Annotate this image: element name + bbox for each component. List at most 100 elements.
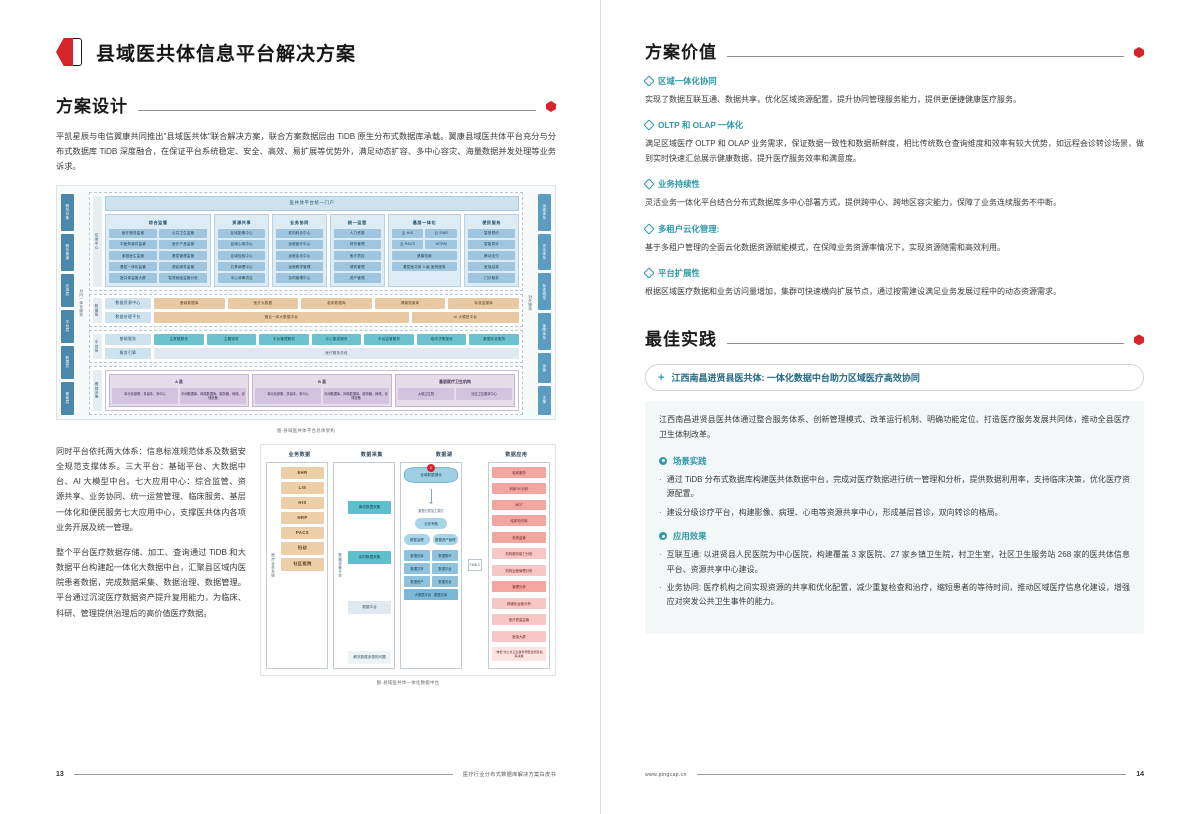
datacenter-title: 基层医疗卫生机构 xyxy=(439,378,472,384)
value-item-head: 业务持续性 xyxy=(643,178,1144,190)
arch-right-tab: 运维体系 xyxy=(538,193,551,231)
datacenter-title: A 县 xyxy=(175,378,183,384)
arch-right-tab: 运营 xyxy=(538,353,551,383)
bullet-dash-icon: · xyxy=(659,582,662,592)
datacenter-cell: 中间数据库、网络数据库、服务器、网络、存储设备 xyxy=(180,387,247,404)
app-cell: 人力资源 xyxy=(333,228,381,238)
footer-text-left: 医疗行业分布式数据库解决方案白皮书 xyxy=(462,772,556,778)
datacenter: B 县 单元化部署、多副本、多中心 中间数据库、网络数据库、服务器、网络、存储设… xyxy=(252,373,393,407)
band-label-infra: 基础设施 xyxy=(93,369,102,411)
collect-note: 解决数据多源的问题 xyxy=(348,650,391,664)
datacenter-cell: 乡镇卫生院 xyxy=(398,387,455,400)
value-item-head: 平台扩展性 xyxy=(643,267,1144,279)
footer-url[interactable]: www.pingcap.cn xyxy=(645,771,687,778)
lake-grid-box: 数据中台 xyxy=(432,563,458,574)
section-title: 方案设计 xyxy=(56,97,128,116)
service-pill: 主题服务 xyxy=(206,333,257,345)
value-item: 多租户云化管理: 基于多租户管理的全面云化数据资源赋能模式，在保障业务资源率情况… xyxy=(643,222,1144,255)
document-title: 县域医共体信息平台解决方案 xyxy=(56,38,556,66)
app-cell: 中医药事件监管 xyxy=(109,239,158,249)
tidb-connector-label: TiDB C xyxy=(467,559,483,572)
dataflow-figure-caption: 图-县域医共体一体化数据中台 xyxy=(376,679,440,685)
lake-arrow-label: 数据分层加工模式 xyxy=(418,508,444,513)
lower-figure-column: 业务数据 数据采集 数据湖 数据应用 医疗业务系统 EHR LIS HIS xyxy=(260,443,556,694)
diamond-bullet-icon xyxy=(643,267,655,279)
best-practice-case-card[interactable]: + 江西南昌进贤县医共体: 一体化数据中台助力区域医疗高效协同 xyxy=(645,364,1144,392)
arch-side-label-right: 对外服务 xyxy=(528,295,533,312)
app-group: 业务协同 双向转诊中心 远程医疗中心 远程会诊中心 远程教学管理 协同管理中心 xyxy=(272,213,327,287)
arch-service-row: 服务引擎 医疗服务总线 xyxy=(105,347,519,359)
section-title: 最佳实践 xyxy=(645,330,717,350)
arch-data-row: 数据处理平台 融合一体大数据中台 AI 大模型中台 xyxy=(105,311,519,323)
data-pill: AI 大模型中台 xyxy=(411,311,519,323)
arch-service-row: 基础服务 主数据服务 主题服务 平台管理服务 中心集成服务 平台监管服务 临床决… xyxy=(105,333,520,345)
dataflow-column-headers: 业务数据 数据采集 数据湖 数据应用 xyxy=(266,451,550,458)
value-item: OLTP 和 OLAP 一体化 满足区域医疗 OLTP 和 OLAP 业务需求，… xyxy=(643,119,1144,166)
source-group-label: 医疗业务系统 xyxy=(271,553,276,578)
lake-grid-box: 数据资产 xyxy=(404,576,430,587)
arch-figure-caption: 图-县域医共体平台总体架构 xyxy=(276,427,336,433)
page-right: 方案价值 区域一体化协同 实现了数据互联互通、数据共享，优化区域资源配置，提升协… xyxy=(600,0,1200,814)
data-pill: 临床数据库 xyxy=(301,297,372,309)
app-cell: 远程教学管理 xyxy=(276,262,323,272)
diamond-bullet-icon xyxy=(643,119,655,132)
arch-left-tab: 服务对象 xyxy=(61,193,74,231)
arch-band-data: 数据层 数据资源中心 基础数据库 医疗大数据 临床数据库 健康档案库 标准监管库 xyxy=(89,293,523,327)
app-cell: 中心消毒供应 xyxy=(218,273,266,283)
app-box: 临床服务 xyxy=(492,466,546,478)
app-box: MDT xyxy=(492,499,546,510)
value-item-body: 基于多租户管理的全面云化数据资源赋能模式，在保障业务资源率情况下，实现资源随需和… xyxy=(645,242,1005,252)
app-cell: 远程医疗中心 xyxy=(276,239,323,249)
footer-rule xyxy=(73,774,453,775)
practice-group-title: 应用效果 xyxy=(673,531,707,542)
value-item-body: 实现了数据互联互通、数据共享，优化区域资源配置，提升协同管理服务能力，提供更便捷… xyxy=(645,95,1021,104)
circle-bullet-icon xyxy=(659,456,667,465)
app-box: 临床知识库 xyxy=(492,515,546,527)
app-box: 机构运营管理分析 xyxy=(492,564,546,576)
dataflow-header: 数据采集 xyxy=(360,451,383,458)
datacenter: A 县 单元化部署、多副本、多中心 中间数据库、网络数据库、服务器、网络、存储设… xyxy=(109,373,250,407)
data-row-label: 数据处理平台 xyxy=(105,311,151,323)
practice-bullet: · 互联互通: 以进贤县人民医院为中心医院，构建覆盖 3 家医院、27 家乡镇卫… xyxy=(659,548,1130,577)
value-item-body: 根据区域医疗数据和业务访问量增加，集群可快速横向扩展节点，通过按需建设满足业务发… xyxy=(645,286,1061,296)
practice-bullet-text: 建设分级诊疗平台，构建影像、病理、心电等资源共享中心，形成基层首诊，双向转诊的格… xyxy=(666,507,1003,517)
app-cell: 家庭医生监管 xyxy=(109,250,158,261)
app-cell: 双向转诊中心 xyxy=(276,228,323,238)
datacenter-cell: 单元化部署、多副本、多中心 xyxy=(255,387,322,404)
app-cell: 区域心电中心 xyxy=(218,239,266,249)
dataflow-lake: 1 全域数据湖仓 数据分层加工模式 业务专题 数据治理 数据资产管理 xyxy=(400,461,462,669)
app-group: 资源共享 区域影像中心 区域心电中心 区域检验中心 共享病理中心 中心消毒供应 xyxy=(214,213,270,287)
app-group-title: 便民服务 xyxy=(482,219,501,225)
arch-datacenters: A 县 单元化部署、多副本、多中心 中间数据库、网络数据库、服务器、网络、存储设… xyxy=(105,369,519,411)
app-cell: 财务管理 xyxy=(333,239,381,249)
expand-plus-icon[interactable]: + xyxy=(658,371,665,384)
collect-box: 实时数据采集 xyxy=(348,550,391,564)
app-group-title: 综合监管 xyxy=(148,219,168,225)
heading-rule xyxy=(138,110,536,111)
arch-side-label: 对内一体化服务 xyxy=(79,289,84,318)
design-intro-paragraph: 平凯星辰与电信翼康共同推出"县域医共体"联合解决方案，联合方案数据层由 TiDB… xyxy=(56,132,556,172)
arch-left-tab: 平台层 xyxy=(61,309,74,343)
arch-app-groups: 综合监管 医疗服务监管 公共卫生监管 中医药事件监管 医疗产品监管 家庭医生监管… xyxy=(105,213,519,287)
datacenter-title: B 县 xyxy=(318,378,327,384)
app-cell: 医保结算 xyxy=(468,262,515,272)
app-group-title: 基层一体化 xyxy=(412,219,437,225)
footer-left: 13 医疗行业分布式数据库解决方案白皮书 xyxy=(0,771,600,778)
design-paragraph-2: 同时平台依托两大体系：信息标准规范体系及数据安全规范支撑体系。三大平台：基础平台… xyxy=(56,446,246,532)
app-box: 机构监管 xyxy=(492,531,546,543)
app-cell: 医疗产品监管 xyxy=(159,239,208,249)
dataflow-figure: 业务数据 数据采集 数据湖 数据应用 医疗业务系统 EHR LIS HIS xyxy=(260,443,556,676)
value-item-title: OLTP 和 OLAP 一体化 xyxy=(658,120,744,131)
app-cell: 智慧就医监管分析 xyxy=(159,273,208,283)
app-cell: 基层医共体 4 级 医院服务 xyxy=(391,262,458,272)
section-heading-design: 方案设计 xyxy=(56,92,556,117)
app-cell: 健康档案 xyxy=(391,250,458,261)
page-title: 县域医共体信息平台解决方案 xyxy=(96,43,357,65)
arch-left-tab: 应用层 xyxy=(61,273,74,307)
lake-grid-box: 数据共享 xyxy=(404,563,430,574)
value-item-head: 区域一体化协同 xyxy=(643,75,1144,87)
source-box: EHR xyxy=(281,466,324,479)
value-item-title: 多租户云化管理: xyxy=(658,223,720,234)
footer-rule xyxy=(696,774,1127,775)
